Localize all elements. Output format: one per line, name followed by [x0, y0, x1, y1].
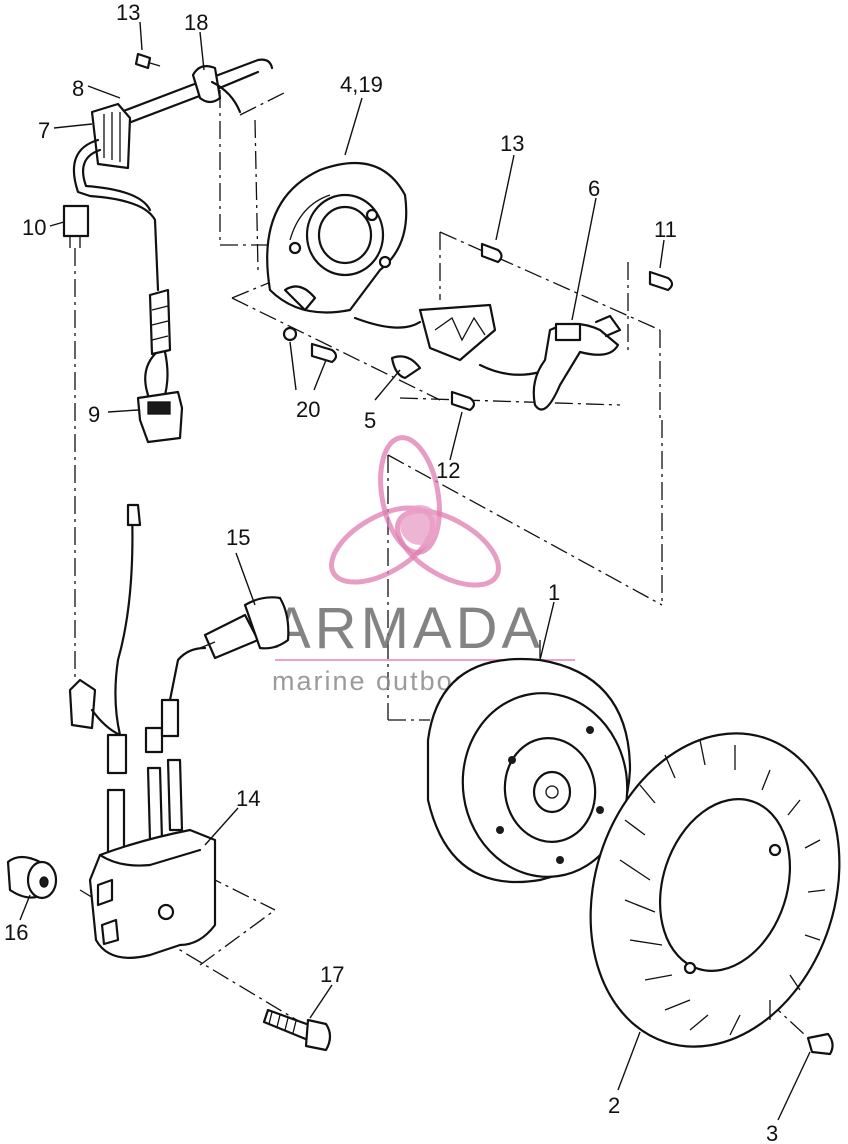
callout-20: 20 — [296, 397, 320, 422]
callout-1: 1 — [548, 580, 560, 605]
callout-15: 15 — [226, 525, 250, 550]
callout-labels: 13 18 8 7 10 9 4,19 13 6 11 5 20 12 1 15… — [4, 0, 778, 1144]
connector-icon — [62, 204, 90, 248]
ignition-coil-assembly — [6, 503, 332, 1052]
screw-icon — [134, 52, 161, 70]
callout-2: 2 — [608, 1093, 620, 1118]
screw-icon — [282, 326, 338, 364]
callout-13-top: 13 — [116, 0, 140, 25]
callout-13-right: 13 — [500, 131, 524, 156]
callout-6: 6 — [588, 176, 600, 201]
bolt-icon — [262, 1008, 332, 1052]
callout-4-19: 4,19 — [340, 72, 383, 97]
flywheel — [426, 657, 632, 884]
screw-icon — [450, 390, 476, 412]
callout-10: 10 — [22, 215, 46, 240]
callout-8: 8 — [72, 76, 84, 101]
callout-9: 9 — [88, 402, 100, 427]
screw-icon — [648, 270, 674, 292]
wiring-harness — [62, 52, 274, 444]
callout-3: 3 — [766, 1121, 778, 1144]
pulser-assembly — [282, 303, 542, 412]
stator-plate — [266, 162, 408, 314]
screw-icon — [806, 1032, 834, 1056]
leader-lines — [19, 21, 811, 1121]
plug-cap-icon — [199, 596, 290, 660]
callout-5: 5 — [364, 408, 376, 433]
propeller-icon — [329, 435, 501, 588]
callout-18: 18 — [184, 10, 208, 35]
connector-block-icon — [136, 390, 184, 444]
collar-icon — [6, 855, 58, 900]
watermark-brand: ARMADA — [272, 596, 544, 661]
callout-12: 12 — [436, 458, 460, 483]
watermark: ARMADA marine outboards — [272, 435, 575, 696]
callout-14: 14 — [236, 786, 260, 811]
callout-7: 7 — [38, 118, 50, 143]
callout-17: 17 — [320, 962, 344, 987]
coil-bracket — [480, 242, 674, 411]
callout-11: 11 — [654, 217, 677, 242]
cooling-fan — [589, 732, 841, 1056]
screw-icon — [480, 242, 503, 264]
callout-16: 16 — [4, 920, 28, 945]
